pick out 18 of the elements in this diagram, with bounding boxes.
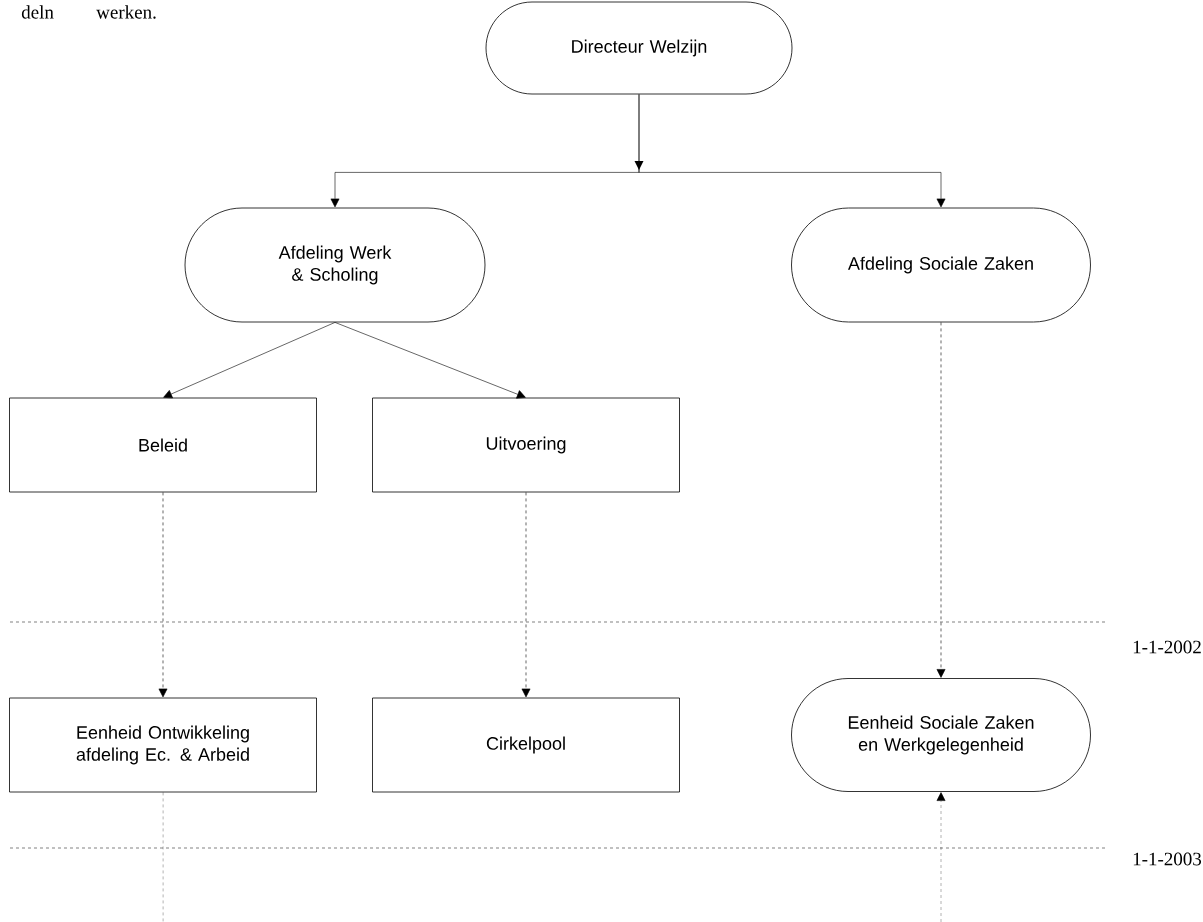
- rounded-box: Afdeling Sociale Zaken: [791, 207, 1091, 323]
- process-box: Uitvoering: [372, 397, 680, 493]
- connector-arrow: [638, 94, 946, 208]
- text-fragment: deln: [21, 5, 54, 19]
- connector-arrow: [334, 322, 526, 399]
- date-label: 1-1-2003: [1133, 852, 1202, 866]
- connector-arrow: [936, 322, 946, 678]
- text-fragment: werken.: [96, 5, 156, 19]
- connector-arrow: [521, 492, 531, 698]
- process-box: Eenheid Ontwikkeling afdeling Ec. & Arbeid: [9, 697, 317, 793]
- connector-arrow: [163, 322, 336, 399]
- rounded-box: Eenheid Sociale Zaken en Werkgelegenheid: [791, 678, 1091, 792]
- connector-arrow: [158, 492, 168, 698]
- rounded-box: Directeur Welzijn: [485, 1, 793, 95]
- rounded-box: Afdeling Werk & Scholing: [184, 207, 486, 323]
- date-label: 1-1-2002: [1133, 640, 1201, 654]
- process-box: Cirkelpool: [372, 697, 680, 793]
- process-box: Beleid: [9, 397, 317, 493]
